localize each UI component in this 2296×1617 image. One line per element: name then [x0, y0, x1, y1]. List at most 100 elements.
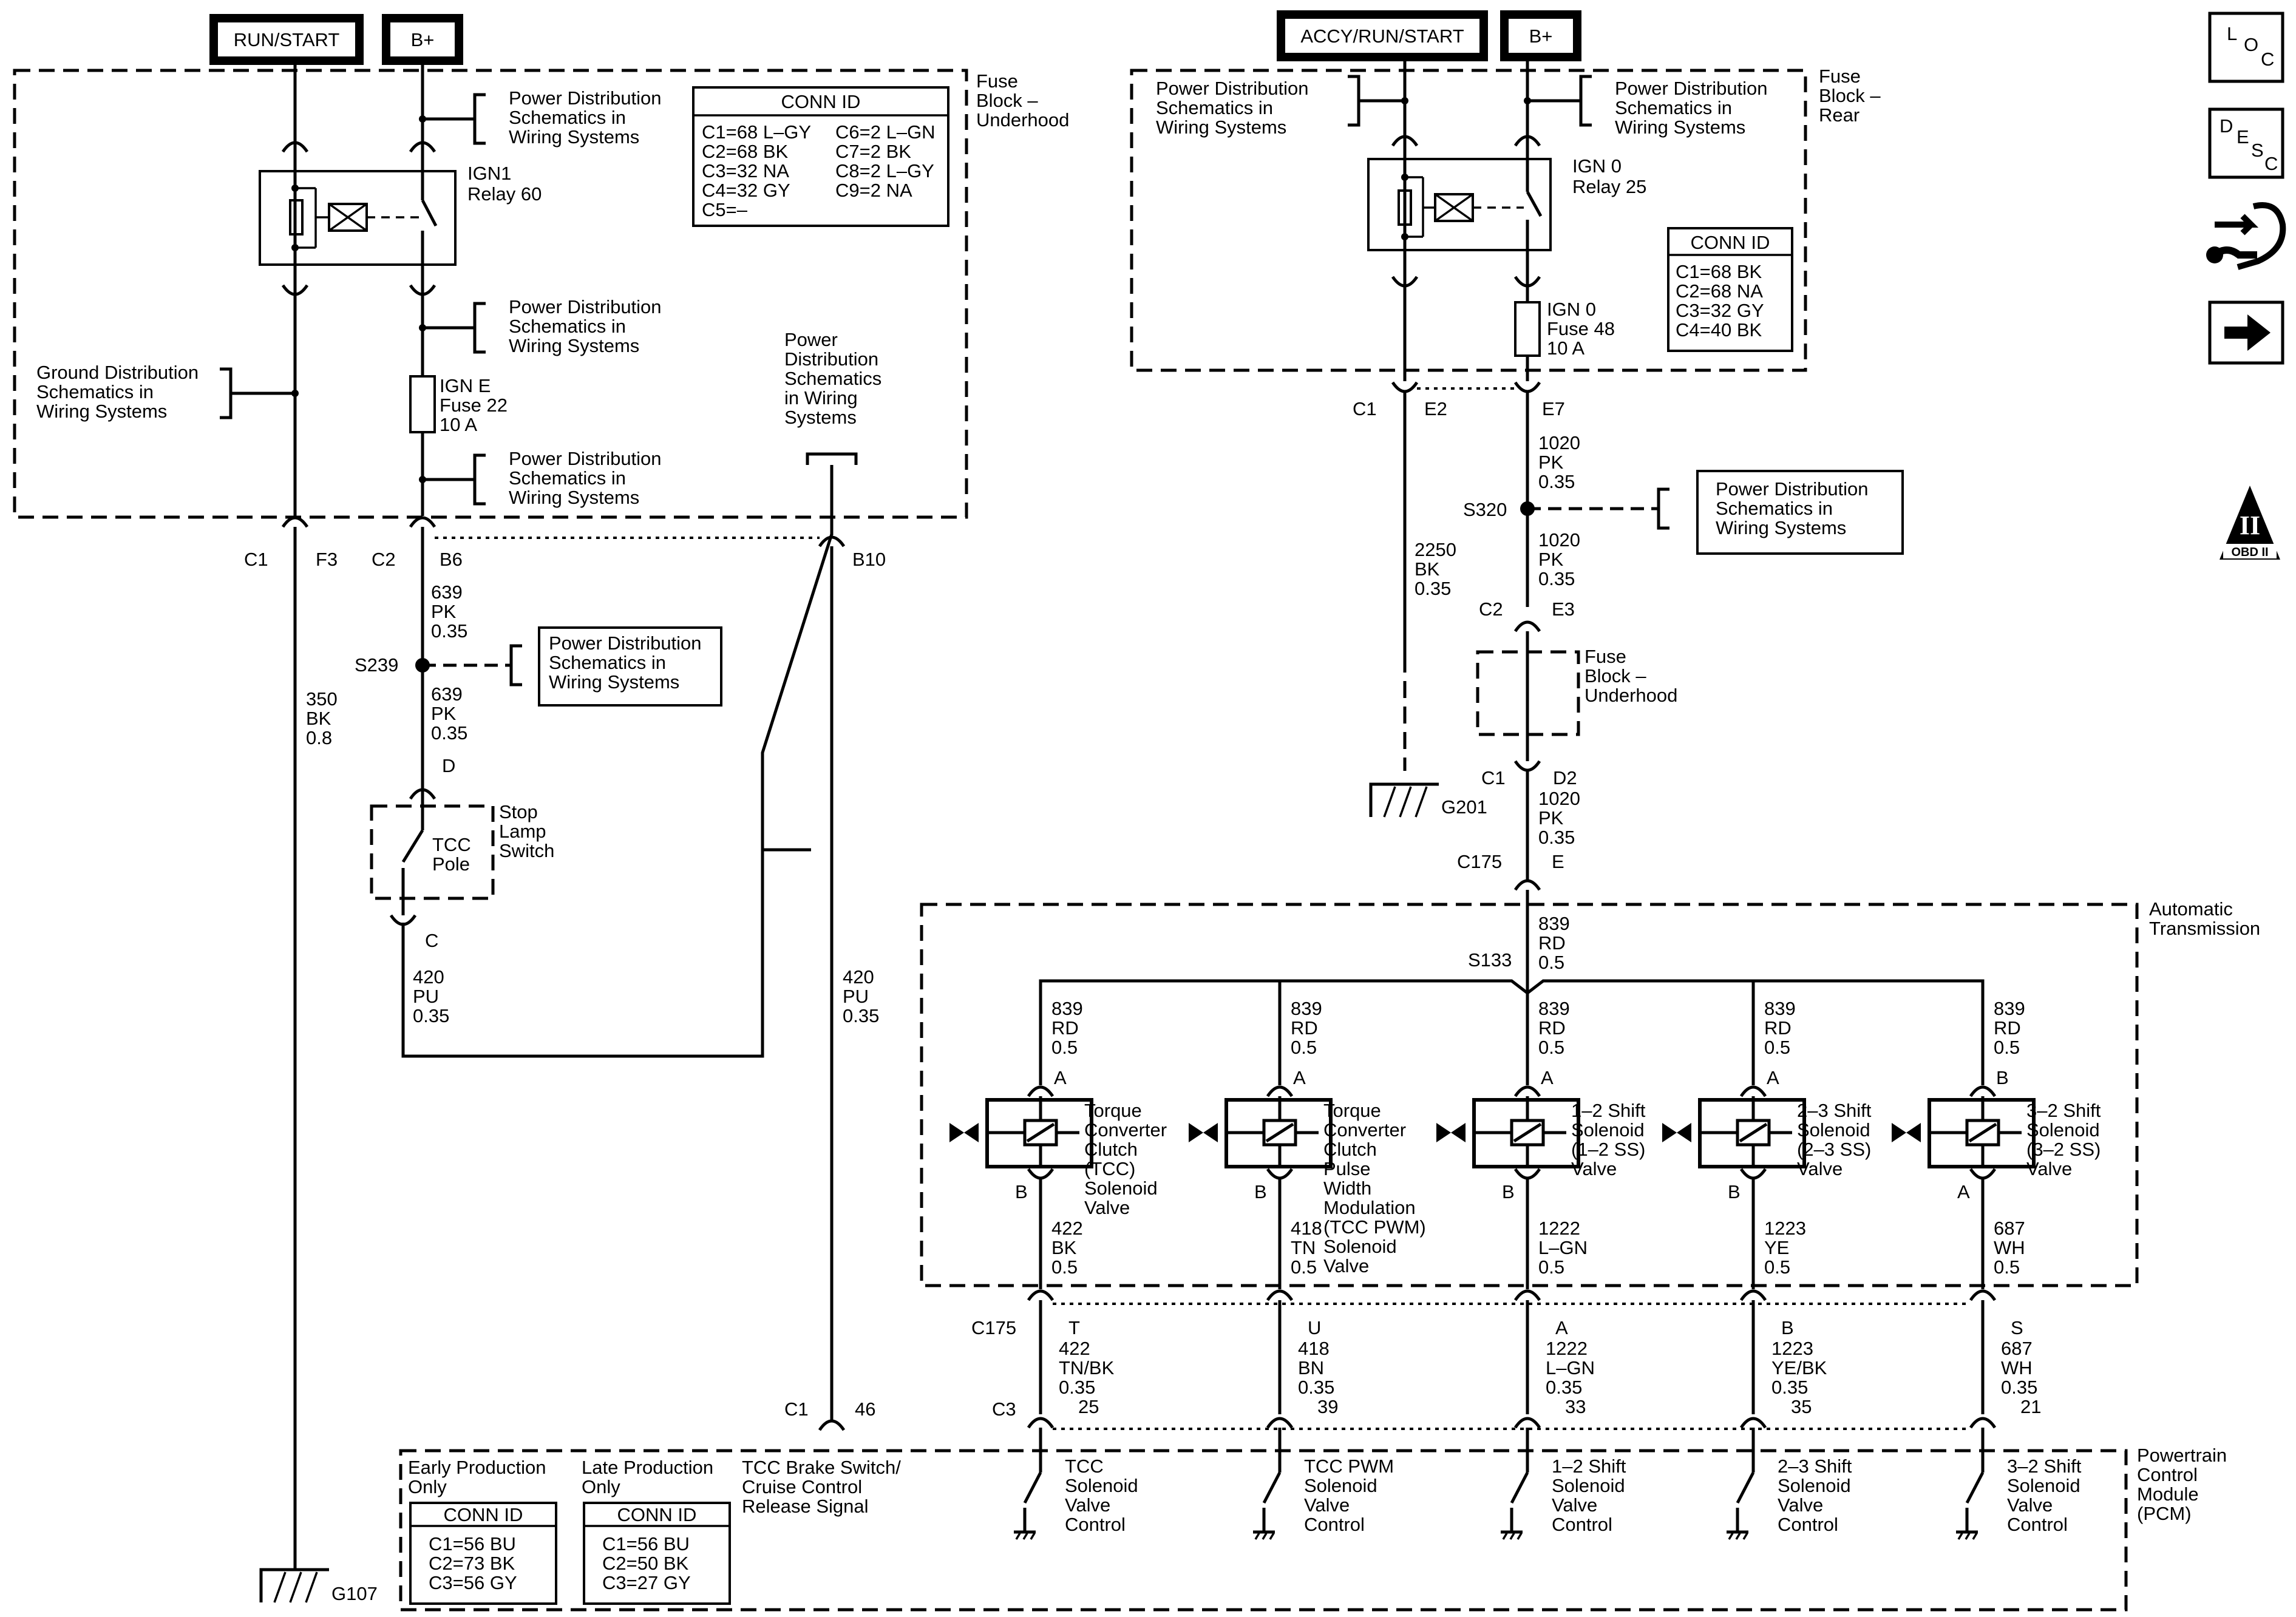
sol-pcm-label-line: Control	[1065, 1514, 1126, 1535]
sol-out-wire-number: 1222	[1538, 1218, 1580, 1239]
fuse-block-rear-outline	[1130, 69, 1807, 372]
svg-text:Automatic: Automatic	[2149, 898, 2233, 920]
next-arrow-icon[interactable]	[2208, 300, 2284, 365]
svg-text:C3=32 NA: C3=32 NA	[702, 160, 789, 181]
svg-text:PK: PK	[431, 703, 457, 724]
svg-text:Ground Distribution: Ground Distribution	[36, 362, 199, 383]
svg-text:CONN ID: CONN ID	[1691, 232, 1770, 253]
sol-pin-top: A	[1541, 1067, 1554, 1088]
svg-text:Schematics in: Schematics in	[36, 381, 154, 402]
sol-pcm-label-line: Valve	[1304, 1494, 1350, 1516]
sol-in-wire-size: 0.5	[1291, 1037, 1317, 1058]
svg-text:BK: BK	[306, 708, 331, 729]
connector-e: E	[1552, 851, 1564, 872]
svg-text:TCC: TCC	[432, 834, 471, 855]
splice-s133: S133	[1468, 949, 1512, 971]
svg-text:Release Signal: Release Signal	[742, 1496, 869, 1517]
sol-in-wire-color: RD	[1051, 1017, 1079, 1039]
pcm-label: Powertrain Control Module (PCM)	[2137, 1445, 2227, 1524]
connector-e2: E2	[1424, 398, 1447, 419]
solenoid-layer: 839RD0.5ABTorqueConverterClutch(TCC)Sole…	[949, 979, 2101, 1540]
svg-text:II: II	[2240, 510, 2260, 540]
svg-text:IGN E: IGN E	[440, 375, 491, 396]
sol-pcm-label-line: Solenoid	[2007, 1475, 2080, 1496]
wire-420-label-right: 420 PU 0.35	[843, 966, 879, 1026]
sol-out-wire-color: WH	[1994, 1237, 2025, 1258]
svg-text:E: E	[2237, 126, 2249, 147]
svg-text:Powertrain: Powertrain	[2137, 1445, 2227, 1466]
svg-text:639: 639	[431, 581, 463, 603]
sol-pcm-wire-color: TN/BK	[1059, 1357, 1115, 1378]
sol-name-line: Torque	[1323, 1100, 1381, 1121]
sol-out-wire-number: 422	[1051, 1218, 1083, 1239]
ground-g201: G201	[1369, 782, 1487, 818]
svg-text:Wiring Systems: Wiring Systems	[36, 401, 167, 422]
sol-pcm-label-line: 2–3 Shift	[1778, 1456, 1852, 1477]
svg-text:Schematics: Schematics	[784, 368, 881, 389]
svg-text:PK: PK	[431, 601, 457, 622]
wrench-icon[interactable]	[2206, 202, 2286, 270]
sol-pcm-label-line: Control	[1552, 1514, 1612, 1535]
svg-text:C3=32 GY: C3=32 GY	[1676, 300, 1764, 321]
svg-text:10 A: 10 A	[440, 414, 477, 435]
sol-pin-bottom: B	[1015, 1181, 1028, 1202]
b-plus-supply-left: B+	[382, 14, 463, 65]
svg-text:D: D	[2220, 115, 2233, 137]
svg-text:Power Distribution: Power Distribution	[1615, 78, 1768, 99]
sol-out-wire-number: 687	[1994, 1218, 2025, 1239]
connector-c1-d2: C1	[1481, 767, 1506, 788]
sol-pin-bottom: B	[1728, 1181, 1741, 1202]
svg-text:Fuse 48: Fuse 48	[1547, 318, 1615, 339]
power-distribution-ref-1: Power Distribution Schematics in Wiring …	[419, 87, 662, 147]
svg-text:Power Distribution: Power Distribution	[509, 87, 662, 109]
svg-text:C1=68 L–GY: C1=68 L–GY	[702, 121, 811, 143]
loc-icon[interactable]: L O C	[2208, 12, 2284, 83]
svg-text:Schematics in: Schematics in	[1156, 97, 1273, 118]
svg-text:C1=56 BU: C1=56 BU	[429, 1533, 516, 1554]
svg-text:0.35: 0.35	[1415, 578, 1451, 599]
sol-pcm-label-line: Control	[2007, 1514, 2068, 1535]
sol-in-wire-size: 0.5	[1764, 1037, 1790, 1058]
svg-text:C4=32 GY: C4=32 GY	[702, 180, 790, 201]
sol-in-wire-number: 839	[1994, 998, 2025, 1019]
conn-id-table-early: CONN ID C1=56 BU C2=73 BK C3=56 GY	[409, 1502, 557, 1605]
svg-text:L: L	[2227, 23, 2237, 44]
svg-text:PK: PK	[1538, 807, 1564, 829]
svg-text:O: O	[2244, 34, 2258, 55]
svg-text:Systems: Systems	[784, 407, 857, 428]
svg-text:C2=50 BK: C2=50 BK	[602, 1553, 689, 1574]
svg-text:Schematics in: Schematics in	[509, 107, 626, 128]
sol-in-wire-number: 839	[1764, 998, 1796, 1019]
sol-pin-bottom: A	[1957, 1181, 1970, 1202]
svg-text:S320: S320	[1463, 499, 1507, 520]
svg-text:Rear: Rear	[1819, 104, 1860, 126]
sol-out-wire-color: YE	[1764, 1237, 1789, 1258]
sol-name-line: Pulse	[1323, 1158, 1371, 1179]
svg-text:Power Distribution: Power Distribution	[1716, 478, 1869, 500]
sol-name-line: Valve	[1323, 1255, 1369, 1276]
sol-pcm-wire-number: 422	[1059, 1338, 1090, 1359]
sol-pcm-label-line: Solenoid	[1552, 1475, 1625, 1496]
svg-text:Stop: Stop	[499, 801, 538, 822]
wire-2250-label: 2250 BK 0.35	[1415, 539, 1456, 599]
svg-text:C2=68 NA: C2=68 NA	[1676, 280, 1763, 302]
svg-text:0.35: 0.35	[1538, 568, 1575, 589]
svg-text:1020: 1020	[1538, 432, 1580, 453]
desc-icon[interactable]: D E S C	[2208, 107, 2284, 179]
sol-out-wire-color: TN	[1291, 1237, 1316, 1258]
sol-pin-top: A	[1767, 1067, 1779, 1088]
svg-text:Cruise Control: Cruise Control	[742, 1476, 862, 1497]
wire-350-label: 350 BK 0.8	[306, 688, 338, 748]
svg-text:C1=56 BU: C1=56 BU	[602, 1533, 690, 1554]
power-distribution-ref-2: Power Distribution Schematics in Wiring …	[419, 296, 662, 356]
power-distribution-ref-rear-right: Power Distribution Schematics in Wiring …	[1524, 75, 1768, 138]
svg-text:Schematics in: Schematics in	[1615, 97, 1732, 118]
svg-text:C2=68 BK: C2=68 BK	[702, 141, 789, 162]
obd-ii-icon: II OBD II	[2220, 486, 2280, 560]
svg-text:Schematics in: Schematics in	[509, 316, 626, 337]
connector-pin-46: 46	[855, 1398, 875, 1420]
sol-pcm-wire-size: 0.35	[1546, 1377, 1582, 1398]
svg-text:(PCM): (PCM)	[2137, 1503, 2192, 1524]
sol-pcm-label-line: TCC PWM	[1304, 1456, 1394, 1477]
svg-text:Schematics in: Schematics in	[1716, 498, 1833, 519]
